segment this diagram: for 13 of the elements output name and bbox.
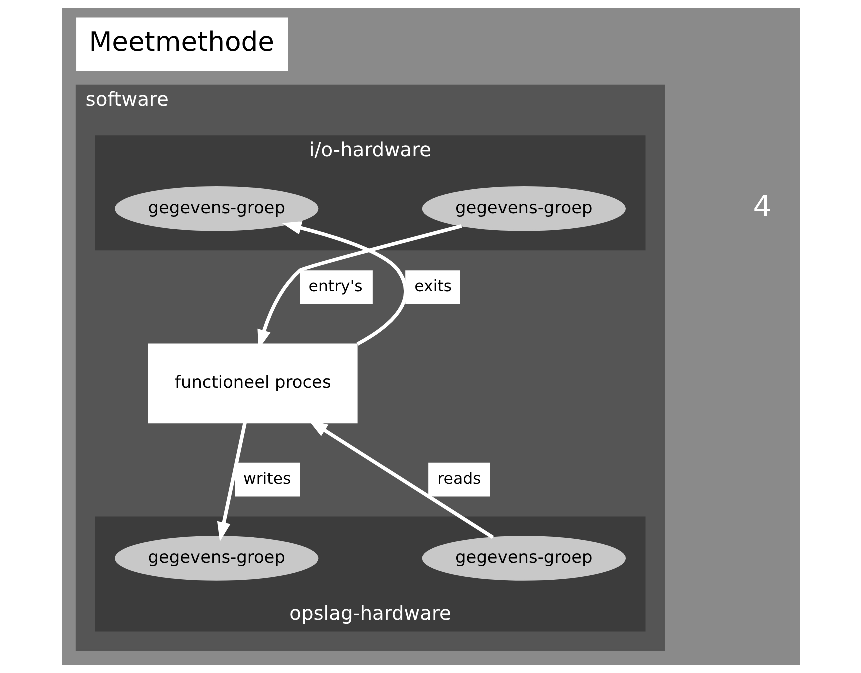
node-box: functioneel proces (148, 344, 358, 424)
node-ellipse: gegevens-groep (422, 186, 626, 232)
edge-label: writes (242, 468, 291, 488)
arrow (282, 221, 408, 346)
node-ellipse: gegevens-groep (114, 186, 318, 232)
node-ellipse: gegevens-groep (114, 536, 318, 581)
node-ellipse: gegevens-groep (422, 536, 626, 581)
edge-label: exits (414, 276, 452, 296)
edge-label: reads (437, 468, 481, 488)
diagram-title: Meetmethode (88, 27, 274, 58)
label: 4 (752, 189, 772, 224)
edge-label: entry's (308, 276, 362, 296)
arrow (216, 422, 246, 542)
